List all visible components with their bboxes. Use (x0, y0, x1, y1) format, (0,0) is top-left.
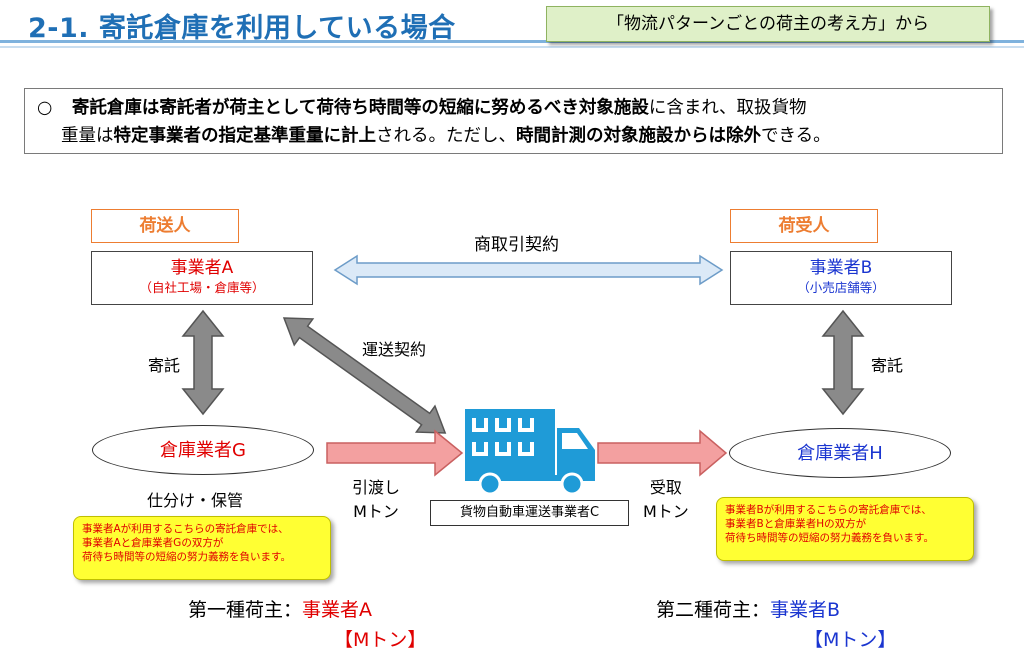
summary-line-2: 重量は特定事業者の指定基準重量に計上される。ただし、時間計測の対象施設からは除外… (37, 122, 992, 150)
business-a-sub: （自社工場・倉庫等） (139, 280, 265, 295)
callout-left-line: 荷待ち時間等の短縮の努力義務を負います。 (82, 551, 291, 563)
warehouse-g-caption: 仕分け・保管 (147, 491, 244, 510)
deposit-right-double-arrow-icon (821, 309, 865, 416)
bullet: ○ (37, 98, 53, 118)
receive-label-line1: 受取 (649, 478, 682, 497)
callout-left-line: 事業者Aが利用するこちらの寄託倉庫では、 (82, 523, 289, 535)
transport-contract-label: 運送契約 (362, 340, 427, 359)
second-shipper-line: 第二種荷主：事業者B (656, 595, 840, 622)
carrier-box: 貨物自動車運送事業者C (430, 500, 629, 526)
business-b-name: 事業者B (809, 258, 873, 278)
summary-text-3: される。ただし、 (376, 126, 516, 146)
first-shipper-name: 事業者A (302, 599, 373, 621)
receive-label-line2: Mトン (643, 502, 689, 521)
callout-right: 事業者Bが利用するこちらの寄託倉庫では、 事業者Bと倉庫業者Hの双方が 荷待ち時… (716, 497, 974, 561)
consignee-role-label: 荷受人 (730, 209, 878, 243)
callout-right-line: 事業者Bと倉庫業者Hの双方が (725, 518, 867, 530)
business-a-name: 事業者A (170, 258, 234, 278)
summary-line-1: ○ 寄託倉庫は寄託者が荷主として荷待ち時間等の短縮に努めるべき対象施設に含まれ、… (37, 94, 992, 122)
summary-emphasis-2: 特定事業者の指定基準重量に計上 (113, 126, 377, 146)
business-b-box: 事業者B （小売店舗等） (730, 251, 952, 305)
handover-label-line2: Mトン (353, 502, 399, 521)
business-a-box: 事業者A （自社工場・倉庫等） (91, 251, 313, 305)
first-shipper-line: 第一種荷主：事業者A (188, 595, 372, 622)
page-title: 2-1. 寄託倉庫を利用している場合 (28, 13, 456, 44)
second-shipper-amount: 【Mトン】 (804, 629, 897, 651)
second-shipper-name: 事業者B (770, 599, 841, 621)
second-shipper-label: 第二種荷主： (656, 599, 771, 621)
header-divider (0, 40, 1024, 43)
header-divider-light (0, 46, 1024, 48)
summary-text-1: に含まれ、取扱貨物 (648, 98, 807, 118)
summary-box: ○ 寄託倉庫は寄託者が荷主として荷待ち時間等の短縮に努めるべき対象施設に含まれ、… (24, 88, 1003, 154)
callout-right-line: 荷待ち時間等の短縮の努力義務を負います。 (725, 532, 934, 544)
receive-label: 受取 Mトン (643, 476, 689, 524)
first-shipper-amount: 【Mトン】 (334, 629, 427, 651)
summary-emphasis-3: 時間計測の対象施設からは除外 (516, 126, 761, 146)
warehouse-g-ellipse: 倉庫業者G (92, 425, 314, 475)
callout-left: 事業者Aが利用するこちらの寄託倉庫では、 事業者Aと倉庫業者Gの双方が 荷待ち時… (73, 516, 331, 580)
handover-label: 引渡し Mトン (352, 476, 400, 524)
commercial-contract-label: 商取引契約 (474, 235, 559, 255)
callout-right-line: 事業者Bが利用するこちらの寄託倉庫では、 (725, 504, 932, 516)
deposit-right-label: 寄託 (871, 356, 904, 375)
shipper-role-label: 荷送人 (91, 209, 239, 243)
summary-text-2: 重量は (61, 126, 114, 146)
business-b-sub: （小売店舗等） (797, 280, 885, 295)
warehouse-h-ellipse: 倉庫業者H (729, 428, 951, 478)
receive-flow-arrow-icon (597, 429, 728, 477)
truck-icon (465, 409, 595, 496)
commercial-double-arrow-icon (333, 254, 724, 286)
handover-flow-arrow-icon (326, 429, 464, 477)
transport-contract-double-arrow-icon (282, 317, 447, 434)
deposit-left-label: 寄託 (148, 356, 181, 375)
source-tag: 「物流パターンごとの荷主の考え方」から (546, 6, 990, 42)
summary-text-4: できる。 (761, 126, 831, 146)
first-shipper-label: 第一種荷主： (188, 599, 303, 621)
handover-label-line1: 引渡し (352, 478, 401, 497)
summary-emphasis-1: 寄託倉庫は寄託者が荷主として荷待ち時間等の短縮に努めるべき対象施設 (71, 98, 649, 118)
deposit-left-double-arrow-icon (181, 309, 225, 416)
callout-left-line: 事業者Aと倉庫業者Gの双方が (82, 537, 224, 549)
